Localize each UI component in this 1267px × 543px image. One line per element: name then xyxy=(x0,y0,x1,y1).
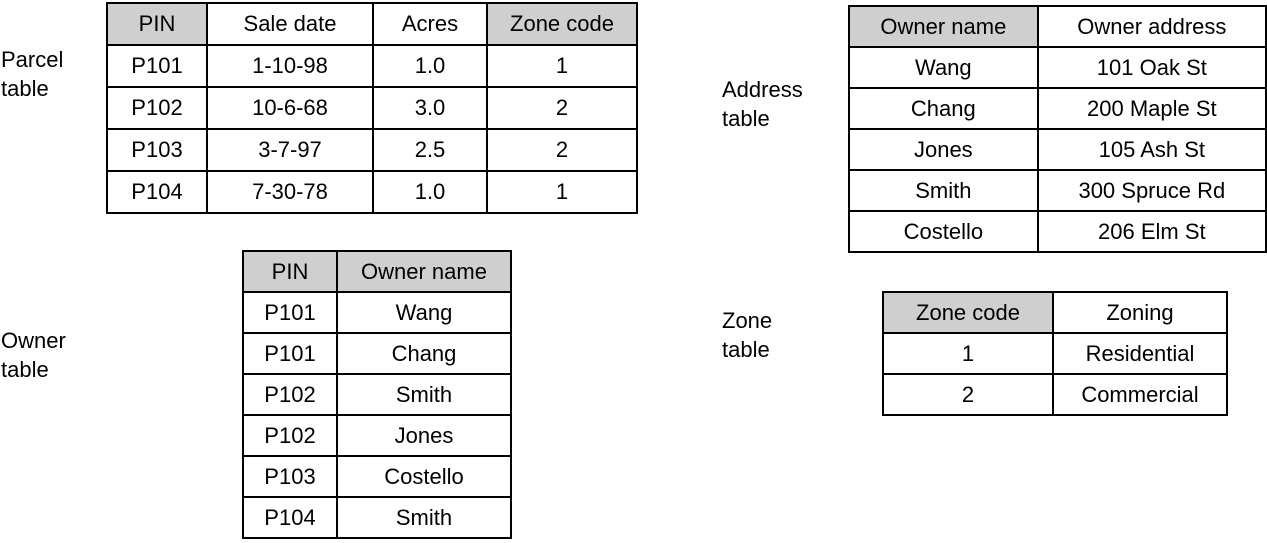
owner-header-pin: PIN xyxy=(242,250,338,293)
parcel-cell-zone-code: 2 xyxy=(486,86,638,130)
address-cell-owner-name: Jones xyxy=(848,128,1039,171)
parcel-table: PIN Sale date Acres Zone code P101 1-10-… xyxy=(106,2,638,214)
table-row: P103 3-7-97 2.5 2 xyxy=(106,128,638,172)
zone-cell-zoning: Residential xyxy=(1052,332,1228,375)
zone-header-zoning: Zoning xyxy=(1052,291,1228,334)
address-cell-owner-name: Chang xyxy=(848,87,1039,130)
address-cell-owner-address: 200 Maple St xyxy=(1036,87,1267,130)
parcel-cell-acres: 1.0 xyxy=(372,44,488,88)
owner-cell-owner-name: Smith xyxy=(336,496,512,539)
table-row: P103 Costello xyxy=(242,455,512,498)
owner-cell-pin: P103 xyxy=(242,455,338,498)
table-row: P104 Smith xyxy=(242,496,512,539)
address-header-owner-address: Owner address xyxy=(1036,5,1267,48)
owner-cell-pin: P102 xyxy=(242,414,338,457)
table-row: Chang 200 Maple St xyxy=(848,87,1267,130)
parcel-cell-acres: 2.5 xyxy=(372,128,488,172)
zone-table-label: Zone table xyxy=(722,308,773,362)
parcel-cell-acres: 1.0 xyxy=(372,170,488,214)
address-cell-owner-address: 101 Oak St xyxy=(1036,46,1267,89)
parcel-cell-sale-date: 10-6-68 xyxy=(206,86,374,130)
zone-cell-zone-code: 1 xyxy=(882,332,1054,375)
parcel-cell-zone-code: 1 xyxy=(486,44,638,88)
owner-cell-owner-name: Wang xyxy=(336,291,512,334)
parcel-header-sale-date: Sale date xyxy=(206,2,374,46)
parcel-cell-sale-date: 7-30-78 xyxy=(206,170,374,214)
owner-cell-pin: P104 xyxy=(242,496,338,539)
parcel-cell-pin: P102 xyxy=(106,86,208,130)
owner-cell-owner-name: Smith xyxy=(336,373,512,416)
table-row: P101 Wang xyxy=(242,291,512,334)
zone-header-zone-code: Zone code xyxy=(882,291,1054,334)
owner-header-row: PIN Owner name xyxy=(242,250,512,293)
owner-header-owner-name: Owner name xyxy=(336,250,512,293)
table-row: Costello 206 Elm St xyxy=(848,210,1267,253)
address-cell-owner-name: Wang xyxy=(848,46,1039,89)
owner-cell-pin: P101 xyxy=(242,291,338,334)
parcel-header-pin: PIN xyxy=(106,2,208,46)
address-cell-owner-address: 206 Elm St xyxy=(1036,210,1267,253)
address-table: Owner name Owner address Wang 101 Oak St… xyxy=(848,5,1267,253)
address-header-row: Owner name Owner address xyxy=(848,5,1267,48)
parcel-header-row: PIN Sale date Acres Zone code xyxy=(106,2,638,46)
parcel-cell-zone-code: 1 xyxy=(486,170,638,214)
zone-table: Zone code Zoning 1 Residential 2 Commerc… xyxy=(882,291,1228,416)
parcel-header-zone-code: Zone code xyxy=(486,2,638,46)
owner-table: PIN Owner name P101 Wang P101 Chang P102… xyxy=(242,250,512,539)
zone-header-row: Zone code Zoning xyxy=(882,291,1228,334)
owner-cell-pin: P101 xyxy=(242,332,338,375)
address-cell-owner-name: Smith xyxy=(848,169,1039,212)
table-row: P101 1-10-98 1.0 1 xyxy=(106,44,638,88)
parcel-cell-pin: P104 xyxy=(106,170,208,214)
table-row: P102 10-6-68 3.0 2 xyxy=(106,86,638,130)
address-header-owner-name: Owner name xyxy=(848,5,1039,48)
parcel-cell-pin: P101 xyxy=(106,44,208,88)
table-row: P104 7-30-78 1.0 1 xyxy=(106,170,638,214)
address-cell-owner-address: 105 Ash St xyxy=(1036,128,1267,171)
table-row: Smith 300 Spruce Rd xyxy=(848,169,1267,212)
table-row: P102 Smith xyxy=(242,373,512,416)
zone-cell-zone-code: 2 xyxy=(882,373,1054,416)
table-row: 2 Commercial xyxy=(882,373,1228,416)
parcel-table-label: Parcel table xyxy=(1,47,64,101)
zone-cell-zoning: Commercial xyxy=(1052,373,1228,416)
table-row: P102 Jones xyxy=(242,414,512,457)
parcel-cell-sale-date: 3-7-97 xyxy=(206,128,374,172)
address-table-label: Address table xyxy=(722,77,803,131)
table-row: Jones 105 Ash St xyxy=(848,128,1267,171)
address-cell-owner-address: 300 Spruce Rd xyxy=(1036,169,1267,212)
owner-cell-owner-name: Jones xyxy=(336,414,512,457)
parcel-cell-sale-date: 1-10-98 xyxy=(206,44,374,88)
table-row: 1 Residential xyxy=(882,332,1228,375)
owner-cell-pin: P102 xyxy=(242,373,338,416)
owner-cell-owner-name: Costello xyxy=(336,455,512,498)
parcel-cell-acres: 3.0 xyxy=(372,86,488,130)
parcel-cell-zone-code: 2 xyxy=(486,128,638,172)
address-cell-owner-name: Costello xyxy=(848,210,1039,253)
parcel-cell-pin: P103 xyxy=(106,128,208,172)
parcel-header-acres: Acres xyxy=(372,2,488,46)
table-row: P101 Chang xyxy=(242,332,512,375)
owner-table-label: Owner table xyxy=(1,328,66,382)
table-row: Wang 101 Oak St xyxy=(848,46,1267,89)
owner-cell-owner-name: Chang xyxy=(336,332,512,375)
